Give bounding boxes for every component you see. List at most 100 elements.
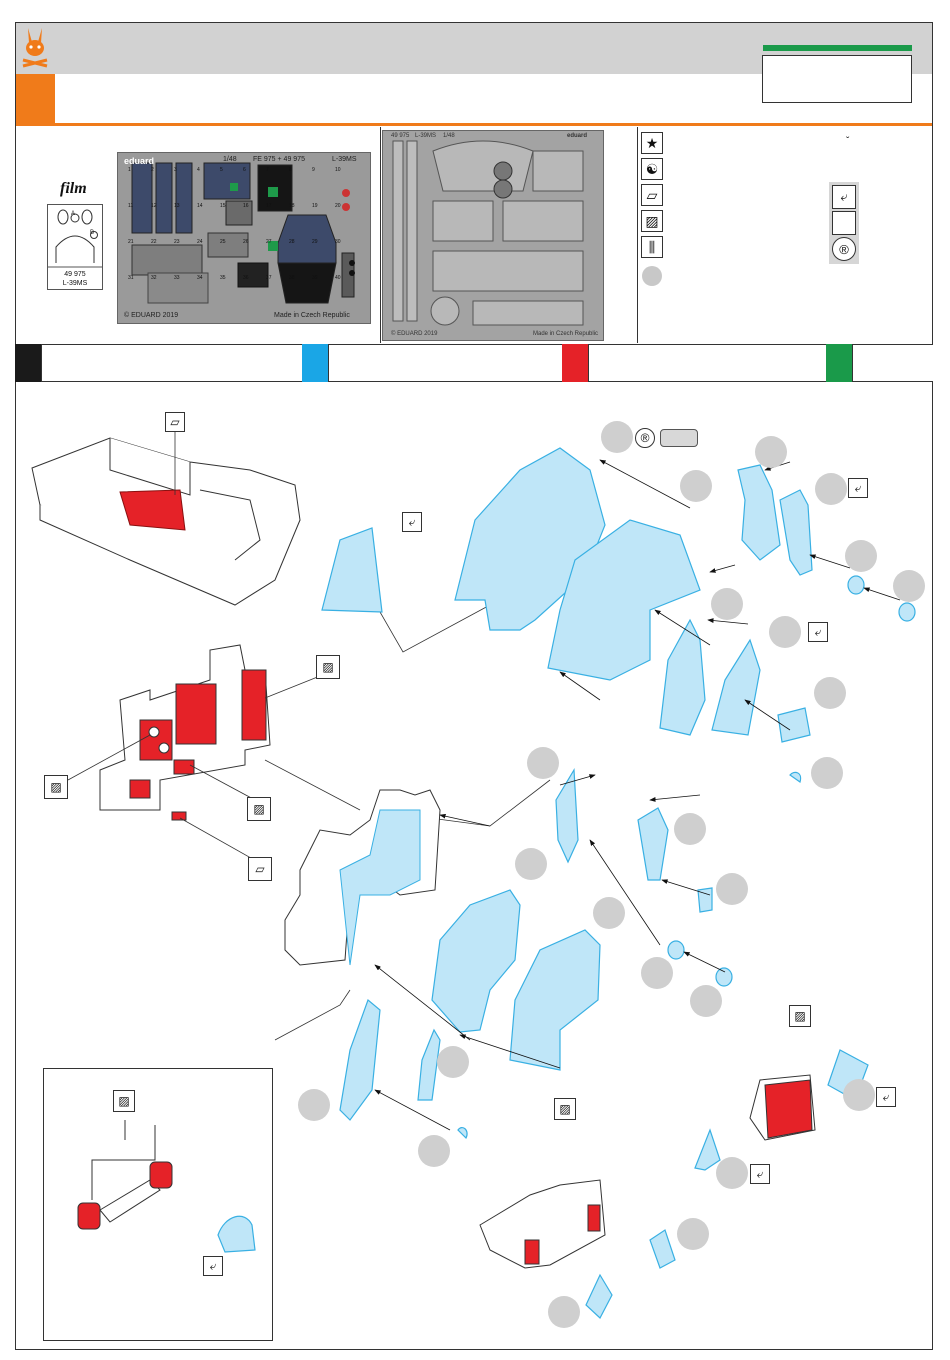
- step-circle: [716, 873, 748, 905]
- step-circle: [814, 677, 846, 709]
- step-circle: [437, 1046, 469, 1078]
- bend-icon: ⤶: [402, 512, 422, 532]
- color-bar-divider: [328, 344, 329, 382]
- inset-box: [43, 1068, 273, 1341]
- pe-fret-icon: ▨: [247, 797, 271, 821]
- film-card-name: L-39MS: [62, 280, 88, 287]
- fret1-part-number: 14: [197, 203, 203, 209]
- bend-icon: ⤶: [203, 1256, 223, 1276]
- fret1-part-number: 9: [312, 167, 315, 173]
- swatch-black: [15, 344, 41, 382]
- fret1-part-number: 27: [266, 239, 272, 245]
- blank-box: [832, 211, 856, 235]
- fret1-part-number: 24: [197, 239, 203, 245]
- fret1-model: L-39MS: [332, 156, 357, 163]
- film-letter-b: B: [90, 230, 95, 236]
- cockpit-tub: [31, 437, 301, 606]
- step-circle: [811, 757, 843, 789]
- pe-fret-1-parts: [131, 162, 355, 304]
- bend-icon: ⤶: [750, 1164, 770, 1184]
- fret1-origin: Made in Czech Republic: [274, 312, 350, 319]
- fret1-part-number: 13: [174, 203, 180, 209]
- decal-sheet-icon: ▱: [641, 184, 663, 206]
- fret1-part-number: 32: [151, 275, 157, 281]
- bend-icon: ⤶: [876, 1087, 896, 1107]
- bend-icon: ⤶: [808, 622, 828, 642]
- fret1-part-number: 18: [289, 203, 295, 209]
- fret1-part-number: 34: [197, 275, 203, 281]
- step-circle-legend: [642, 266, 662, 286]
- step-circle: [755, 436, 787, 468]
- fret1-scale: 1/48: [223, 156, 237, 163]
- step-circle: [845, 540, 877, 572]
- decal-sheet-icon: ▱: [165, 412, 185, 432]
- blue-parts-top: [321, 447, 916, 987]
- fret1-part-number: 37: [266, 275, 272, 281]
- film-card: 49 975 L-39MS: [47, 204, 103, 290]
- legend-dash-mark: ˇ: [846, 136, 850, 147]
- fret2-scale: 1/48: [443, 133, 455, 139]
- lower-console: [479, 1179, 606, 1269]
- fret1-part-number: 26: [243, 239, 249, 245]
- pe-fret-2-parts: [392, 140, 584, 326]
- fret1-part-number: 25: [220, 239, 226, 245]
- color-bar-divider: [41, 344, 42, 382]
- step-circle: [527, 747, 559, 779]
- fret1-code: FE 975 + 49 975: [253, 156, 305, 163]
- fret1-copyright: © EDUARD 2019: [124, 312, 179, 319]
- fret2-model: L-39MS: [415, 133, 437, 139]
- blue-panel-middle: [284, 789, 441, 966]
- inset-part: [77, 1120, 173, 1230]
- star-icon: ★: [641, 132, 663, 154]
- instrument-panel-red: [99, 644, 271, 821]
- color-bar-divider: [588, 344, 589, 382]
- fret1-part-number: 19: [312, 203, 318, 209]
- fret1-part-number: 33: [174, 275, 180, 281]
- fret1-part-number: 5: [220, 167, 223, 173]
- film-letter-a: A: [71, 211, 76, 217]
- fret1-part-number: 1: [128, 167, 131, 173]
- step-circle: [601, 421, 633, 453]
- swatch-blue: [302, 344, 328, 382]
- step-circle: [674, 813, 706, 845]
- section-fret2: [381, 127, 638, 343]
- pe-fret-icon: ▨: [554, 1098, 576, 1120]
- fret1-part-number: 3: [174, 167, 177, 173]
- fret1-part-number: 30: [335, 239, 341, 245]
- fret1-part-number: 40: [335, 275, 341, 281]
- bend-icon: ⤶: [848, 478, 868, 498]
- film-card-number: 49 975: [64, 271, 86, 278]
- fret1-part-number: 2: [151, 167, 154, 173]
- step-circle: [677, 1218, 709, 1250]
- pe-fret-2: 49 975 L-39MS 1/48 eduard © EDUARD 2019 …: [382, 130, 604, 341]
- step-circle: [680, 470, 712, 502]
- fret1-part-number: 29: [312, 239, 318, 245]
- pe-fret-icon: ▨: [316, 655, 340, 679]
- yin-yang-icon: ☯: [641, 158, 663, 180]
- side-console-red: [749, 1074, 816, 1141]
- pe-fret-icon: ▨: [789, 1005, 811, 1027]
- header-green-bar: [763, 45, 912, 51]
- pe-fret-icon: ▨: [641, 210, 663, 232]
- step-circle: [815, 473, 847, 505]
- fret1-part-number: 38: [289, 275, 295, 281]
- step-circle: [690, 985, 722, 1017]
- blue-parts-middle: [339, 771, 802, 1140]
- pe-fret-1: eduard 1/48 FE 975 + 49 975 L-39MS © EDU…: [117, 152, 371, 324]
- registered-icon: ®: [832, 237, 856, 261]
- color-bar-divider: [852, 344, 853, 382]
- fret2-origin: Made in Czech Republic: [533, 331, 599, 337]
- step-circle: [843, 1079, 875, 1111]
- step-circle: [641, 957, 673, 989]
- film-label: film: [60, 180, 87, 197]
- pe-fret-icon: ▨: [113, 1090, 135, 1112]
- fret1-part-number: 28: [289, 239, 295, 245]
- fret1-part-number: 12: [151, 203, 157, 209]
- blue-parts-lower: [217, 1049, 869, 1319]
- header-orange-block: [15, 74, 55, 124]
- registered-icon: ®: [635, 428, 655, 448]
- swatch-red: [562, 344, 588, 382]
- fret2-copyright: © EDUARD 2019: [391, 331, 438, 337]
- fret1-part-number: 16: [243, 203, 249, 209]
